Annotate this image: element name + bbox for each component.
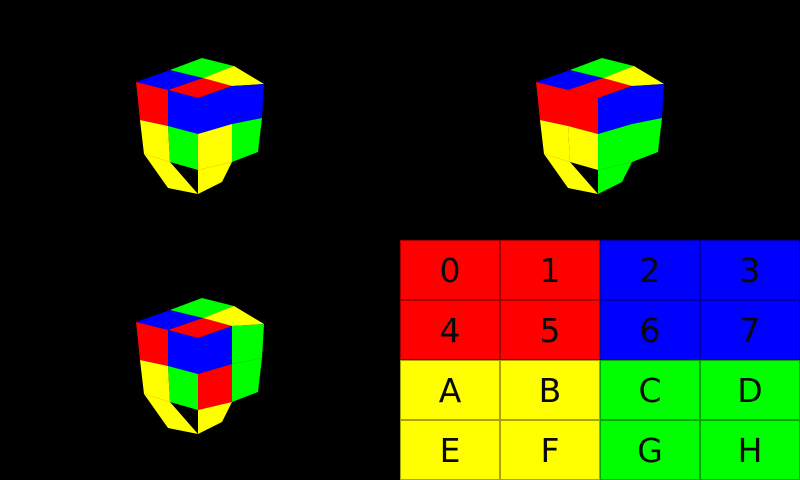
cube-left-face-tile (136, 82, 168, 126)
cube-left-face-tile (136, 322, 168, 366)
cube-top-face-tile (170, 58, 234, 78)
cube-bottom-left[interactable] (136, 298, 264, 434)
cube-right-face-tile (632, 84, 664, 124)
tile-H[interactable]: H (700, 420, 800, 480)
cube-right-face-tile (198, 402, 232, 434)
tile-G[interactable]: G (600, 420, 700, 480)
cube-left-face-tile (536, 82, 568, 126)
cube-left-face-tile (168, 330, 198, 374)
tile-7[interactable]: 7 (700, 300, 800, 360)
cube-top-face-tile (136, 310, 203, 330)
cube-top-face-tile (170, 298, 234, 318)
cube-right-face-tile (632, 118, 662, 162)
cube-top-face-tile (568, 78, 632, 98)
cube-top-right[interactable] (536, 58, 664, 194)
tile-3[interactable]: 3 (700, 240, 800, 300)
cube-left-face-tile (140, 360, 170, 402)
tile-F[interactable]: F (500, 420, 600, 480)
tile-A[interactable]: A (400, 360, 500, 420)
tile-1[interactable]: 1 (500, 240, 600, 300)
cube-top-face-tile (603, 66, 664, 86)
cube-right-face-tile (232, 324, 264, 364)
cube-top-face-tile (570, 58, 634, 78)
cube-left-face-tile (168, 90, 198, 134)
tile-6[interactable]: 6 (600, 300, 700, 360)
tile-D[interactable]: D (700, 360, 800, 420)
cube-right-face-tile (232, 84, 264, 124)
tile-0[interactable]: 0 (400, 240, 500, 300)
cube-top-face-tile (203, 306, 264, 326)
cube-right-face-tile (198, 86, 232, 134)
cube-left-face-tile (544, 154, 598, 194)
cube-left-face-tile (140, 120, 170, 162)
cube-left-face-tile (568, 90, 598, 134)
cube-top-face-tile (136, 70, 203, 90)
cube-right-face-tile (198, 162, 232, 194)
cube-left-face-tile (168, 366, 198, 410)
cube-top-face-tile (168, 318, 232, 338)
tile-5[interactable]: 5 (500, 300, 600, 360)
cube-left-face-tile (568, 126, 598, 170)
cube-right-face-tile (198, 326, 232, 374)
cube-top-left[interactable] (136, 58, 264, 194)
cube-right-face-tile (198, 124, 232, 170)
cube-right-face-tile (232, 118, 262, 162)
cube-left-face-tile (144, 394, 198, 434)
cube-left-face-tile (144, 154, 198, 194)
cube-right-face-tile (232, 358, 262, 402)
cube-right-face-tile (598, 162, 632, 194)
tile-E[interactable]: E (400, 420, 500, 480)
cube-top-face-tile (168, 78, 232, 98)
cube-right-face-tile (198, 364, 232, 410)
cube-top-face-tile (203, 66, 264, 86)
cube-left-face-tile (168, 126, 198, 170)
cube-right-face-tile (598, 86, 632, 134)
cube-top-face-tile (536, 70, 603, 90)
tile-C[interactable]: C (600, 360, 700, 420)
cube-left-face-tile (540, 120, 570, 162)
cube-right-face-tile (598, 124, 632, 170)
tile-4[interactable]: 4 (400, 300, 500, 360)
tile-2[interactable]: 2 (600, 240, 700, 300)
tile-B[interactable]: B (500, 360, 600, 420)
